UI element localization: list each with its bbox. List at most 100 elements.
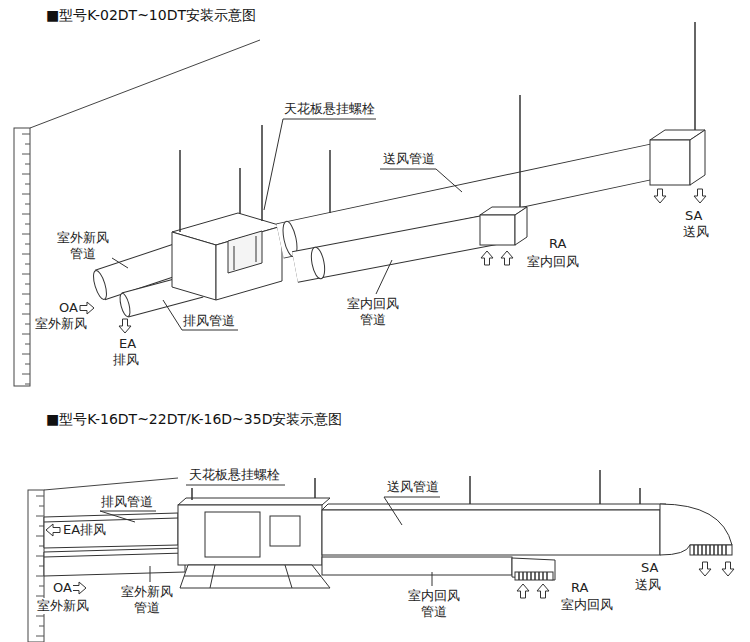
part-label: RA xyxy=(570,580,589,596)
supply-air-box-part xyxy=(690,130,705,185)
supply-grille xyxy=(690,545,732,555)
brick-tick xyxy=(22,154,30,155)
part-label: 天花板悬挂螺栓 xyxy=(283,101,376,117)
return-grille-part xyxy=(515,572,553,580)
return-duct-part xyxy=(322,557,512,575)
return-duct-part xyxy=(512,558,555,580)
brick-tick xyxy=(25,204,30,205)
ventilator-unit-part xyxy=(228,231,262,273)
brick-tick xyxy=(25,344,30,345)
brick-tick xyxy=(25,284,30,285)
leader-lines-part xyxy=(112,258,128,268)
hanging-rods-part xyxy=(694,22,696,130)
leader-lines-part xyxy=(100,511,156,522)
return-duct-part xyxy=(309,246,327,280)
airflow-arrows-part xyxy=(481,251,493,265)
ventilator-unit-part xyxy=(172,232,216,300)
leader-lines-part xyxy=(150,566,151,582)
supply-air-box-part xyxy=(650,140,690,185)
leader-lines-part xyxy=(264,119,376,210)
hanging-rods-part xyxy=(599,470,601,504)
return-air-box-part xyxy=(480,215,515,245)
return-air-box-part xyxy=(515,207,527,245)
section-title: ■型号K-02DT~10DT安装示意图 xyxy=(45,6,257,24)
brick-tick xyxy=(25,144,30,145)
brick-tick xyxy=(22,234,30,235)
part-label: OA xyxy=(52,580,73,596)
brick-tick xyxy=(22,254,30,255)
brick-tick xyxy=(36,496,44,497)
airflow-arrows-part xyxy=(537,584,549,598)
brick-tick xyxy=(22,194,30,195)
hanging-rods-part xyxy=(314,478,316,498)
return-duct xyxy=(295,229,495,280)
part-label: SA xyxy=(640,560,659,576)
brick-tick xyxy=(22,334,30,335)
hanging-rods-part xyxy=(469,476,471,504)
ventilator-unit-part xyxy=(216,226,282,300)
airflow-arrows-part xyxy=(517,584,529,598)
exhaust-duct-part xyxy=(118,292,132,317)
wall-part xyxy=(30,40,260,128)
outdoor-air-duct-part xyxy=(44,553,185,557)
brick-tick xyxy=(25,264,30,265)
brick-tick xyxy=(25,324,30,325)
part-label: 室内回风 xyxy=(560,597,614,613)
wall-part xyxy=(14,128,30,386)
leader-lines-part xyxy=(186,485,285,486)
leader-lines xyxy=(112,119,462,330)
airflow-arrows-part xyxy=(501,251,513,265)
supply-duct xyxy=(322,504,732,555)
supply-duct-part xyxy=(322,510,660,555)
part-label: 送风管道 xyxy=(386,479,440,495)
part-label: 排风管道 xyxy=(182,313,236,329)
brick-tick xyxy=(36,556,44,557)
ventilator-unit-part xyxy=(256,236,257,262)
brick-tick xyxy=(25,184,30,185)
supply-duct-part xyxy=(322,504,666,510)
ventilator-unit xyxy=(172,213,282,300)
leader-lines-part xyxy=(432,572,433,586)
outdoor-air-duct xyxy=(44,548,185,576)
ventilator-unit-part xyxy=(234,246,235,270)
part-label: 室外新风 xyxy=(36,598,90,614)
leader-lines-part xyxy=(376,260,392,294)
leader-lines-part xyxy=(384,497,440,525)
airflow-arrows-part xyxy=(46,524,60,536)
airflow-arrows xyxy=(80,189,706,333)
part-label: RA xyxy=(548,236,567,252)
part-label: 排风 xyxy=(112,352,140,368)
brick-tick xyxy=(39,506,44,507)
brick-tick xyxy=(36,616,44,617)
airflow-arrows-part xyxy=(119,319,131,333)
supply-grille-part xyxy=(694,545,726,555)
return-air-box xyxy=(480,207,527,245)
brick-tick xyxy=(36,516,44,517)
hanging-rods-part xyxy=(639,488,641,504)
airflow-arrows-part xyxy=(654,189,666,203)
supply-grille-part xyxy=(690,545,732,555)
outdoor-air-duct-part xyxy=(91,269,109,301)
return-duct-part xyxy=(295,229,495,267)
part-label: 送风 xyxy=(682,224,710,240)
brick-tick xyxy=(22,354,30,355)
brick-tick xyxy=(22,294,30,295)
part-label: 天花板悬挂螺栓 xyxy=(188,467,281,483)
brick-tick xyxy=(36,576,44,577)
brick-tick xyxy=(22,314,30,315)
return-grille-part xyxy=(519,572,547,580)
brick-tick xyxy=(39,626,44,627)
leader-lines xyxy=(100,485,440,586)
hanging-rods-part xyxy=(329,150,331,213)
brick-ticks xyxy=(36,496,44,636)
return-duct xyxy=(322,557,555,580)
brick-tick xyxy=(22,274,30,275)
brick-tick xyxy=(36,636,44,637)
part-label: 室内回风 管道 xyxy=(344,296,402,328)
ventilator-unit-part xyxy=(210,565,215,588)
hanging-rods-part xyxy=(191,488,193,500)
brick-tick xyxy=(25,364,30,365)
hanging-rods-part xyxy=(239,168,241,214)
part-label: EA xyxy=(118,336,137,352)
airflow-arrows-part xyxy=(72,582,86,594)
